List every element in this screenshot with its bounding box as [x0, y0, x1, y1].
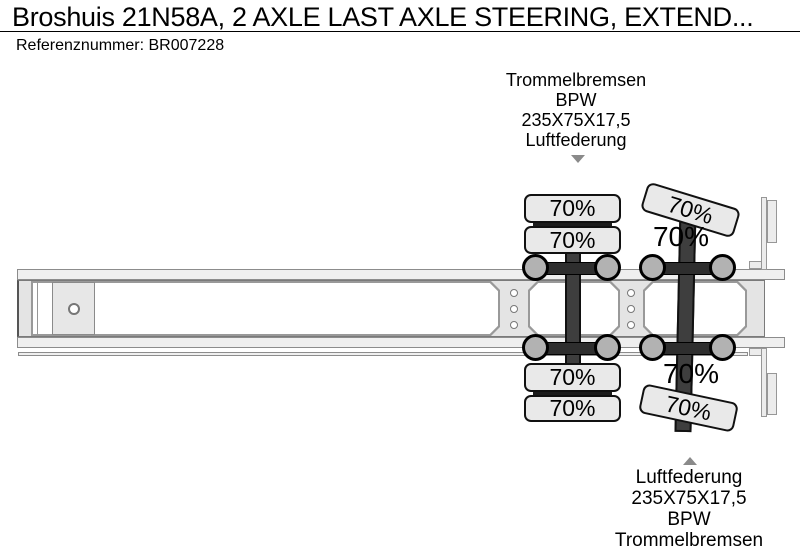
spec-line-brand: BPW — [555, 90, 597, 110]
axle2-tire-bottom-inner-label: 70% — [662, 358, 720, 389]
axle1-hub — [594, 334, 621, 361]
spec-line-size: 235X75X17,5 — [631, 488, 747, 509]
axle2-hub — [709, 254, 736, 281]
spec-line-suspension: Luftfederung — [635, 467, 743, 488]
crossmember-hole — [627, 289, 635, 297]
rear-marker-bar-bottom — [761, 348, 767, 417]
reference-number: Referenznummer: BR007228 — [16, 37, 225, 54]
rear-marker-plate-top — [767, 200, 777, 243]
spec-line-suspension: Luftfederung — [525, 130, 627, 150]
axle1-hub — [594, 254, 621, 281]
rear-axle-spec-block: Luftfederung 235X75X17,5 BPW Trommelbrem… — [615, 467, 763, 551]
axle1-hub — [522, 254, 549, 281]
spec-line-size: 235X75X17,5 — [521, 110, 631, 130]
arrow-up-icon — [683, 457, 697, 465]
kingpin — [68, 303, 80, 315]
chassis-top-flange — [17, 269, 785, 280]
web-panel-main — [31, 281, 500, 336]
axle1-tire-bottom-outer: 70% — [524, 395, 621, 422]
axle1-hub — [522, 334, 549, 361]
axle2-hub — [639, 254, 666, 281]
chassis-lower-edge-line — [18, 352, 748, 356]
rear-marker-bar-top — [761, 197, 767, 270]
spec-line-brand: BPW — [667, 509, 711, 530]
listing-title: Broshuis 21N58A, 2 AXLE LAST AXLE STEERI… — [12, 2, 754, 32]
chassis-bottom-flange — [17, 337, 785, 348]
axle1-tire-top-inner: 70% — [524, 226, 621, 254]
axle1-tire-bottom-inner: 70% — [524, 363, 621, 392]
axle2-tire-top-inner-label: 70% — [652, 221, 710, 252]
axle1-tire-top-outer: 70% — [524, 194, 621, 223]
crossmember-hole — [510, 305, 518, 313]
axle2-hub — [709, 334, 736, 361]
axle2-hub — [639, 334, 666, 361]
crossmember-hole — [627, 305, 635, 313]
rear-marker-plate-bottom — [767, 373, 777, 415]
crossmember-hole — [627, 321, 635, 329]
crossmember-hole — [510, 321, 518, 329]
spec-line-brakes: Trommelbremsen — [614, 530, 764, 551]
web-seam-line — [37, 281, 38, 336]
crossmember-hole — [510, 289, 518, 297]
arrow-down-icon — [571, 155, 585, 163]
front-axle-spec-block: Trommelbremsen BPW 235X75X17,5 Luftfeder… — [506, 70, 646, 150]
spec-line-brakes: Trommelbremsen — [505, 70, 647, 90]
web-panel-rear — [643, 281, 747, 336]
title-divider — [0, 31, 800, 32]
